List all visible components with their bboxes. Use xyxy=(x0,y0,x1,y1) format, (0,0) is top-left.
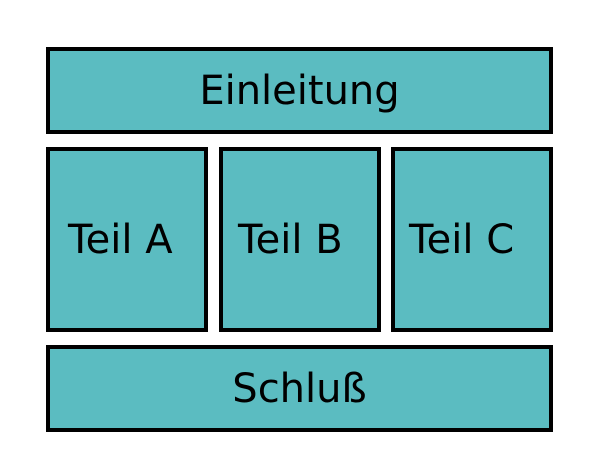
part-a-label: Teil A xyxy=(68,216,173,263)
conclusion-label: Schluß xyxy=(232,365,367,412)
part-b-box: Teil B xyxy=(219,147,381,332)
introduction-label: Einleitung xyxy=(199,67,400,114)
part-c-box: Teil C xyxy=(391,147,553,332)
introduction-box: Einleitung xyxy=(46,47,553,134)
conclusion-box: Schluß xyxy=(46,345,553,432)
part-b-label: Teil B xyxy=(238,216,343,263)
part-a-box: Teil A xyxy=(46,147,208,332)
part-c-label: Teil C xyxy=(409,216,515,263)
